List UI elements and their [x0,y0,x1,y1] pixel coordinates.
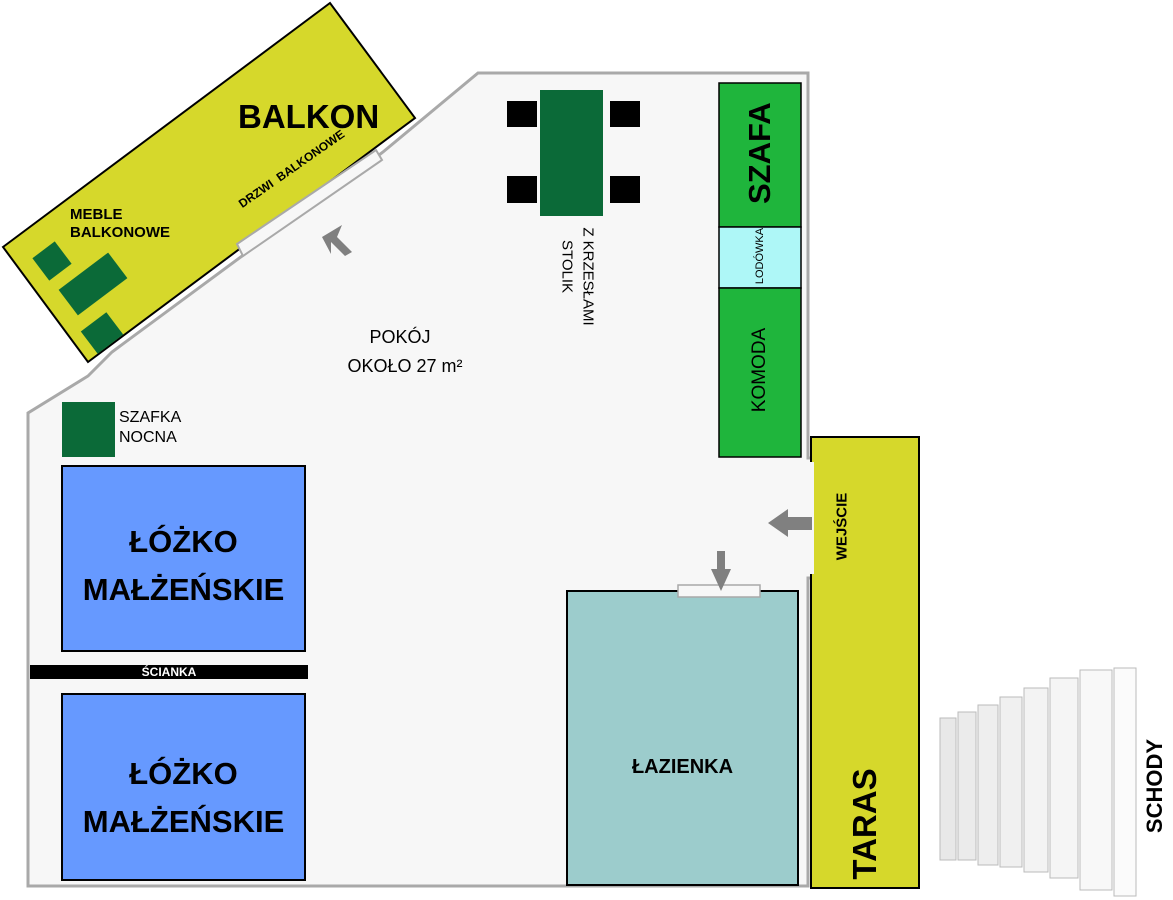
table-label-1: STOLIK [558,239,576,294]
balcony-furniture [32,241,128,354]
bed-2-label-1: ŁÓŻKO [129,756,238,791]
balcony-label: BALKON [238,98,380,135]
balcony-furniture-label-2: BALKONOWE [70,224,170,241]
balcony-chair-2 [80,312,124,354]
chair-icon [507,101,537,127]
dresser-label: KOMODA [749,327,770,413]
bathroom [566,590,799,886]
partition-wall [30,665,308,679]
table-label-2: Z KRZESŁAMI [579,227,597,326]
arrow-icon [322,225,352,256]
bed-1-label-2: MAŁŻEŃSKIE [82,572,285,607]
stairs-icon [939,667,1137,897]
fridge-label: LODÓWKA [754,227,766,285]
fridge [718,226,802,289]
terrace-label: TARAS [846,768,883,880]
bed-2 [61,693,306,881]
dining-table [540,90,603,216]
bathroom-label: ŁAZIENKA [631,756,734,778]
balcony-furniture-label-1: MEBLE [70,206,123,223]
nightstand-label-2: NOCNA [119,429,177,446]
chair-icon [610,101,640,127]
entrance-label: WEJŚCIE [833,492,851,561]
arrow-icon [711,551,731,591]
balcony-table [58,252,128,316]
bathroom-door [677,584,761,598]
balcony-door [235,148,384,258]
bed-1-label-1: ŁÓŻKO [129,524,238,559]
terrace [810,436,920,889]
balcony-chair-1 [32,241,72,281]
dresser [718,287,802,458]
wardrobe-label: SZAFA [742,102,777,204]
stairs-label: SCHODY [1142,738,1167,834]
partition-label: ŚCIANKA [141,665,197,679]
chair-icon [610,176,640,203]
chair-icon [507,176,537,203]
room-label-2: OKOŁO 27 m² [347,356,463,376]
nightstand-label-1: SZAFKA [119,409,182,426]
arrow-icon [768,509,812,537]
bed-1 [61,465,306,652]
nightstand [62,402,115,457]
wardrobe [718,82,802,228]
room-label-1: POKÓJ [369,327,431,347]
bed-2-label-2: MAŁŻEŃSKIE [82,804,285,839]
